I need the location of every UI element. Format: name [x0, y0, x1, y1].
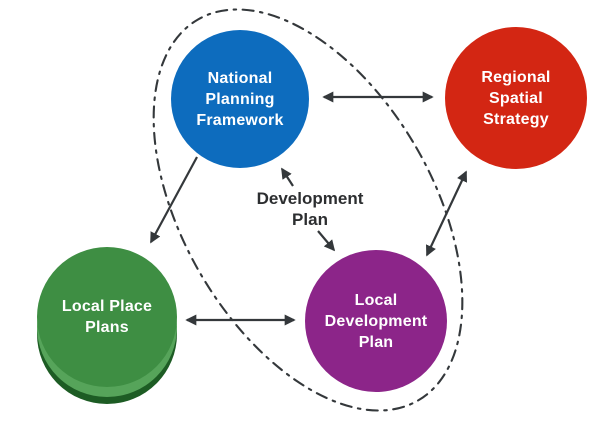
label-line: Planning	[205, 90, 275, 108]
development-plan-label-line: Plan	[292, 210, 328, 229]
label-line: Strategy	[483, 110, 549, 128]
connector-label-ldp	[317, 230, 336, 252]
node-national-planning-framework: National Planning Framework	[171, 30, 309, 168]
label-line: Framework	[196, 111, 284, 129]
connector-label-npf	[281, 167, 294, 187]
connector-npf-lpp	[150, 156, 198, 244]
node-local-development-plan-label: Local Development Plan	[325, 290, 428, 353]
label-line: Plans	[85, 319, 129, 336]
node-regional-spatial-strategy-label: Regional Spatial Strategy	[481, 67, 550, 130]
node-local-place-plans-label: Local Place Plans	[62, 296, 152, 338]
development-plan-label: Development Plan	[230, 188, 390, 230]
label-line: National	[207, 69, 273, 87]
label-line: Regional	[481, 68, 551, 86]
label-line: Local	[354, 291, 398, 309]
node-local-place-plans: Local Place Plans	[37, 247, 177, 387]
label-line: Development	[324, 312, 428, 330]
connector-rss-ldp	[425, 170, 468, 257]
node-national-planning-framework-label: National Planning Framework	[196, 68, 283, 131]
label-line: Plan	[358, 333, 394, 351]
node-local-development-plan: Local Development Plan	[305, 250, 447, 392]
node-regional-spatial-strategy: Regional Spatial Strategy	[445, 27, 587, 169]
development-plan-label-line: Development	[256, 189, 364, 208]
development-plan-boundary-ellipse	[152, 8, 464, 412]
label-line: Local Place	[61, 298, 153, 315]
label-line: Spatial	[489, 89, 543, 107]
